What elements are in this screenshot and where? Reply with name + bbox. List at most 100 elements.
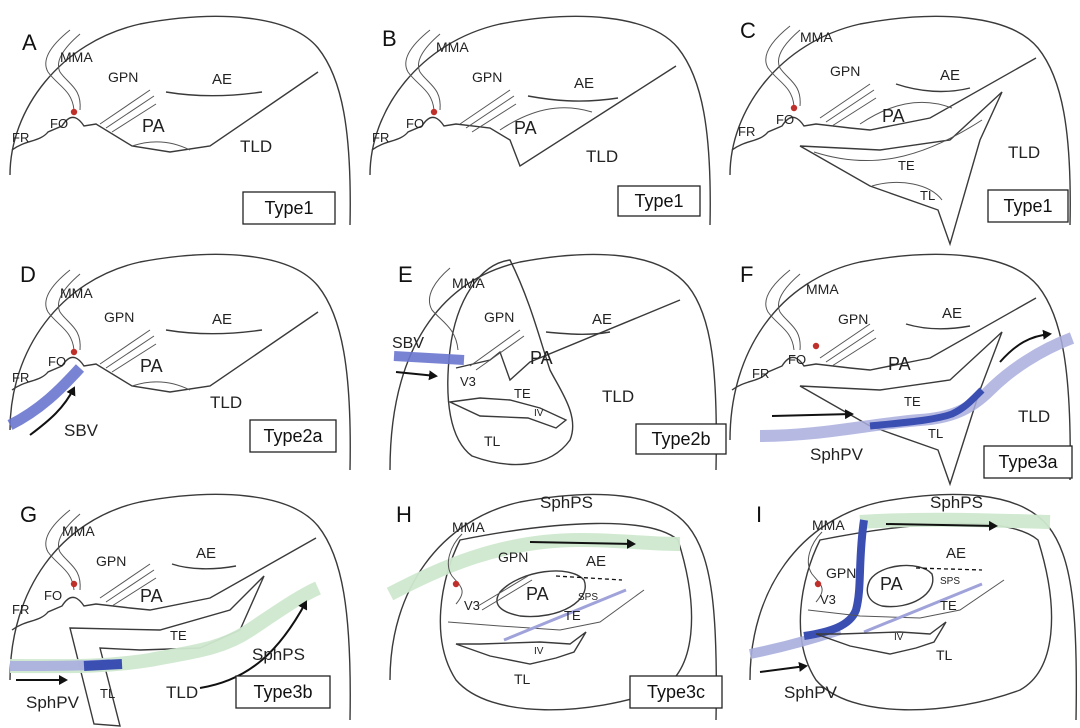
skull-outline — [9, 493, 351, 721]
petrous-apex-outline — [866, 564, 934, 608]
label-tld: TLD — [240, 137, 272, 156]
flow-arrow-left — [759, 661, 808, 673]
panel-c: C MMA GPN AE FO FR PA TE TL TLD Type1 — [729, 15, 1071, 247]
middle-meningeal-artery — [765, 25, 801, 107]
foramen-ovale-dot — [70, 108, 78, 116]
label-pa: PA — [880, 574, 903, 594]
sphenopetrosal-vein-dark — [803, 519, 868, 640]
flow-arrow-right — [199, 600, 308, 689]
label-sphpv: SphPV — [784, 683, 838, 702]
label-sphps: SphPS — [540, 493, 593, 512]
petrous-apex-line — [499, 107, 593, 131]
flow-arrow-left — [771, 409, 854, 420]
label-te: TE — [564, 608, 581, 623]
panel-letter: B — [382, 26, 397, 51]
middle-meningeal-artery — [447, 533, 463, 605]
label-fr: FR — [738, 124, 755, 139]
label-fr: FR — [372, 130, 389, 145]
panel-letter: A — [22, 30, 37, 55]
label-sbv: SBV — [64, 421, 99, 440]
craniotomy-outline — [447, 259, 574, 466]
skull-outline — [389, 253, 718, 471]
type-box — [249, 419, 337, 453]
label-pa: PA — [140, 356, 163, 376]
skull-base — [455, 299, 681, 382]
tentorial-edge — [807, 579, 1005, 619]
skull-base — [731, 297, 1037, 391]
panel-letter: F — [740, 262, 753, 287]
label-sps: SPS — [940, 576, 960, 587]
panel-letter: E — [398, 262, 413, 287]
label-v3: V3 — [460, 374, 476, 389]
arcuate-eminence — [545, 331, 611, 336]
greater-petrosal-nerve — [99, 563, 157, 607]
temporal-lobe — [815, 621, 947, 655]
label-tld: TLD — [166, 683, 198, 702]
foramen-ovale-dot — [812, 342, 820, 350]
label-fr: FR — [12, 130, 29, 145]
panel-h: H MMA SphPS GPN AE PA SPS V3 TE IV TL Ty… — [386, 493, 723, 721]
label-fo: FO — [788, 352, 806, 367]
label-mma: MMA — [60, 49, 93, 65]
label-tld: TLD — [1018, 407, 1050, 426]
arcuate-eminence — [905, 323, 971, 330]
middle-meningeal-artery — [405, 29, 441, 111]
type-label: Type1 — [634, 191, 683, 211]
label-pa: PA — [888, 354, 911, 374]
panel-letter: H — [396, 502, 412, 527]
skull-outline — [9, 253, 351, 471]
label-tld: TLD — [210, 393, 242, 412]
skull-outline — [369, 15, 711, 226]
type-box — [617, 185, 701, 217]
label-gpn: GPN — [472, 69, 502, 85]
greater-petrosal-nerve — [469, 329, 525, 371]
flow-arrow — [29, 386, 76, 436]
label-ae: AE — [212, 311, 232, 328]
flow-arrow-top — [885, 520, 998, 531]
tentorial-edge — [447, 589, 645, 631]
greater-petrosal-nerve — [819, 83, 877, 127]
label-mma: MMA — [436, 39, 469, 55]
temporal-lobe-retracted — [799, 91, 1003, 247]
panel-g: G MMA GPN AE FO FR PA TE TL TLD SphPV Sp… — [9, 493, 351, 727]
label-iv: IV — [534, 408, 544, 419]
petrous-apex-line — [131, 381, 191, 391]
type-label: Type3c — [647, 682, 705, 702]
middle-meningeal-artery — [765, 269, 801, 351]
label-fr: FR — [12, 602, 29, 617]
label-ae: AE — [212, 71, 232, 88]
label-tld: TLD — [602, 387, 634, 406]
skull-base — [11, 71, 319, 153]
greater-petrosal-nerve — [99, 89, 157, 133]
label-sphps: SphPS — [930, 493, 983, 512]
label-tl: TL — [514, 671, 531, 687]
type-label: Type1 — [1003, 196, 1052, 216]
label-pa: PA — [514, 118, 537, 138]
panel-letter: G — [20, 502, 37, 527]
panel-a: A MMA GPN AE FO FR PA TLD Type1 — [9, 15, 351, 226]
label-pa: PA — [140, 586, 163, 606]
sphenopetrosal-vein-dark — [83, 659, 123, 671]
middle-meningeal-artery — [45, 269, 81, 351]
foramen-ovale-dot — [70, 348, 78, 356]
temporal-lobe — [455, 631, 587, 665]
skull-outline — [9, 15, 351, 226]
label-sphps: SphPS — [252, 645, 305, 664]
petrous-apex-line — [131, 141, 191, 151]
skull-base — [371, 65, 677, 168]
type-box — [983, 445, 1073, 479]
label-ae: AE — [586, 553, 606, 570]
middle-meningeal-artery — [807, 531, 823, 603]
middle-meningeal-artery — [45, 29, 81, 111]
label-pa: PA — [526, 584, 549, 604]
superior-petrosal-sinus — [503, 588, 627, 642]
label-te: TE — [898, 158, 915, 173]
label-gpn: GPN — [830, 63, 860, 79]
temporal-lobe — [447, 397, 568, 429]
label-tl: TL — [928, 426, 943, 441]
sphenopetrosal-vein-dark — [869, 387, 985, 430]
foramen-ovale-dot — [70, 580, 78, 588]
type-label: Type3b — [253, 682, 312, 702]
